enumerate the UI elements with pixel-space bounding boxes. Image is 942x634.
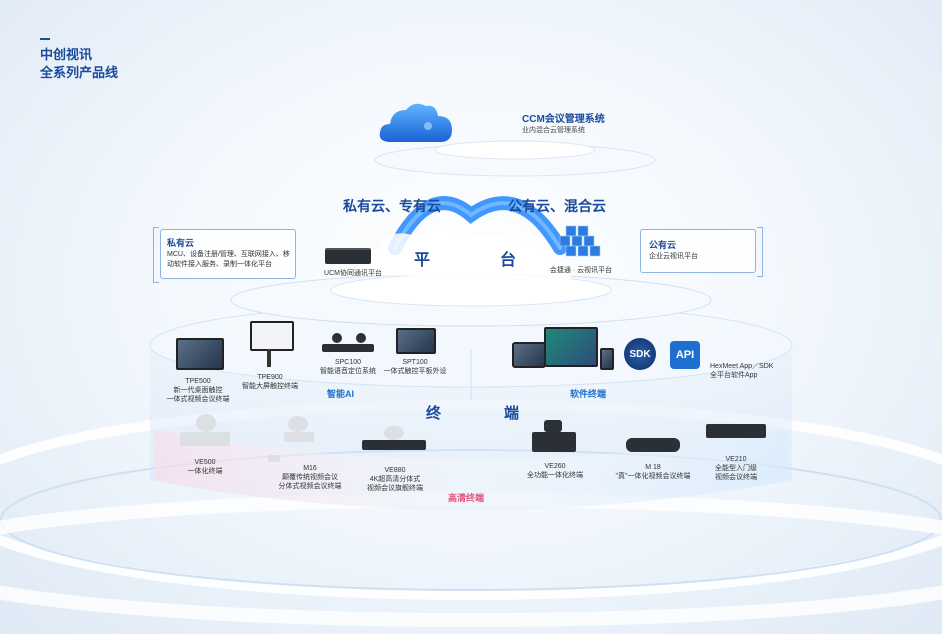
software-terminal-label: 软件终端: [570, 389, 607, 399]
monitor-device: [544, 327, 598, 367]
m16-line2: 分体式视频会议终端: [278, 483, 342, 490]
ve880-text: VE880 4K超高清分体式 视频会议旗舰终端: [350, 466, 440, 493]
ve260-model: VE260: [544, 463, 566, 470]
spt100-device: [396, 328, 436, 354]
ve500-model: VE500: [194, 459, 216, 466]
private-cloud-panel: 私有云 MCU、设备注册/管理、互联网接入、移 动软件接入服务、录制一体化平台: [153, 227, 296, 283]
panel-bracket-right: [757, 227, 763, 277]
spc100-model: SPC100: [334, 359, 362, 366]
ve880-camera: [384, 426, 404, 440]
smart-ai-label: 智能AI: [327, 389, 355, 399]
cloud-icon: [379, 103, 452, 142]
api-badge: API: [670, 341, 700, 369]
m16-text: M16 颠覆传统视频会议 分体式视频会议终端: [262, 464, 358, 491]
ucm-server-device: [325, 248, 371, 264]
ve210-text: VE210 全能型入门级 视频会议终端: [700, 455, 772, 482]
m16-camera: [288, 416, 308, 432]
ve210-model: VE210: [725, 456, 747, 463]
ve500-camera: [196, 414, 216, 432]
terminal-char-2: 端: [504, 405, 520, 422]
ccm-subtitle: 业内混合云管理系统: [522, 127, 585, 134]
tpe500-device: [176, 338, 224, 370]
public-panel-desc: 企业云视讯平台: [649, 253, 698, 260]
ve880-line2: 视频会议旗舰终端: [367, 485, 423, 492]
terminal-char-1: 终: [426, 405, 442, 422]
headline: 中创视讯 全系列产品线: [40, 46, 118, 82]
tpe900-stand: [267, 349, 271, 367]
public-panel-title: 公有云: [649, 240, 677, 250]
ve210-line1: 全能型入门级: [715, 465, 757, 472]
spt100-model: SPT100: [402, 359, 428, 366]
spc100-text: SPC100 智能语音定位系统: [310, 358, 386, 376]
m18-device: [626, 438, 680, 452]
private-panel-title: 私有云: [167, 238, 195, 248]
private-panel-desc-1: MCU、设备注册/管理、互联网接入、移: [167, 251, 290, 258]
ccm-title: CCM会议管理系统: [522, 114, 605, 125]
tpe900-text: TPE900 智能大屏触控终端: [230, 373, 310, 391]
private-panel-desc-2: 动软件接入服务、录制一体化平台: [167, 261, 272, 268]
hexmeet-line2: 全平台软件App: [710, 372, 758, 379]
m18-text: M 18 "真"一体化视频会议终端: [608, 463, 698, 481]
spc100-camera-2: [356, 333, 366, 343]
ve210-device: [706, 424, 766, 438]
api-label: API: [675, 349, 695, 361]
spt100-line1: 一体式触控平板外设: [383, 368, 447, 375]
platform-char-2: 台: [500, 252, 517, 269]
sdk-badge: SDK: [624, 338, 656, 370]
m16-device: [284, 432, 314, 442]
ucm-label: UCM协同通讯平台: [324, 270, 382, 277]
m16-line1: 颠覆传统视频会议: [282, 474, 338, 481]
ve500-text: VE500 一体化终端: [175, 458, 235, 476]
m18-line1: "真"一体化视频会议终端: [615, 473, 691, 480]
headline-line2: 全系列产品线: [40, 65, 119, 80]
platform-char-1: 平: [414, 252, 431, 269]
server-cluster-icon: [559, 225, 601, 257]
tablet-device: [512, 342, 546, 368]
m16-mic: [268, 455, 280, 462]
ve260-line1: 全功能一体化终端: [527, 472, 583, 479]
ve260-text: VE260 全功能一体化终端: [520, 462, 590, 480]
ve500-line1: 一体化终端: [187, 468, 223, 475]
tpe900-model: TPE900: [257, 374, 283, 381]
tpe900-device: [250, 321, 294, 351]
phone-device: [600, 348, 614, 370]
private-cloud-header: 私有云、专有云: [343, 198, 441, 214]
sdk-label: SDK: [629, 348, 651, 360]
m16-model: M16: [303, 465, 317, 472]
tpe500-line1: 新一代桌面触控: [173, 387, 223, 394]
hd-terminal-label: 高清终端: [448, 493, 485, 503]
hexmeet-text: HexMeet App／SDK 全平台软件App: [710, 362, 773, 380]
tpe500-line2: 一体式视频会议终端: [166, 396, 230, 403]
ve880-line1: 4K超高清分体式: [369, 476, 421, 483]
hexmeet-line1: HexMeet App／SDK: [710, 363, 774, 370]
public-cloud-panel: 公有云 企业云视讯平台: [640, 227, 763, 277]
ve880-device: [362, 440, 426, 450]
spt100-text: SPT100 一体式触控平板外设: [380, 358, 450, 376]
headline-dash: [40, 38, 50, 40]
tpe900-line1: 智能大屏触控终端: [242, 383, 298, 390]
panel-bracket-left: [153, 227, 159, 283]
headline-line1: 中创视讯: [40, 47, 93, 62]
ve210-line2: 视频会议终端: [715, 474, 757, 481]
ve260-device: [532, 432, 576, 452]
tpe500-text: TPE500 新一代桌面触控 一体式视频会议终端: [155, 377, 241, 404]
public-cloud-header: 公有云、混合云: [508, 198, 606, 214]
tpe500-model: TPE500: [185, 378, 211, 385]
jjt-label: 会捷通 · 云视讯平台: [549, 267, 613, 274]
ve500-device: [180, 432, 230, 446]
ve260-camera: [544, 420, 562, 432]
m18-model: M 18: [645, 464, 661, 471]
ve880-model: VE880: [384, 467, 406, 474]
spc100-line1: 智能语音定位系统: [320, 368, 376, 375]
spc100-camera: [332, 333, 342, 343]
spc100-device: [322, 344, 374, 352]
